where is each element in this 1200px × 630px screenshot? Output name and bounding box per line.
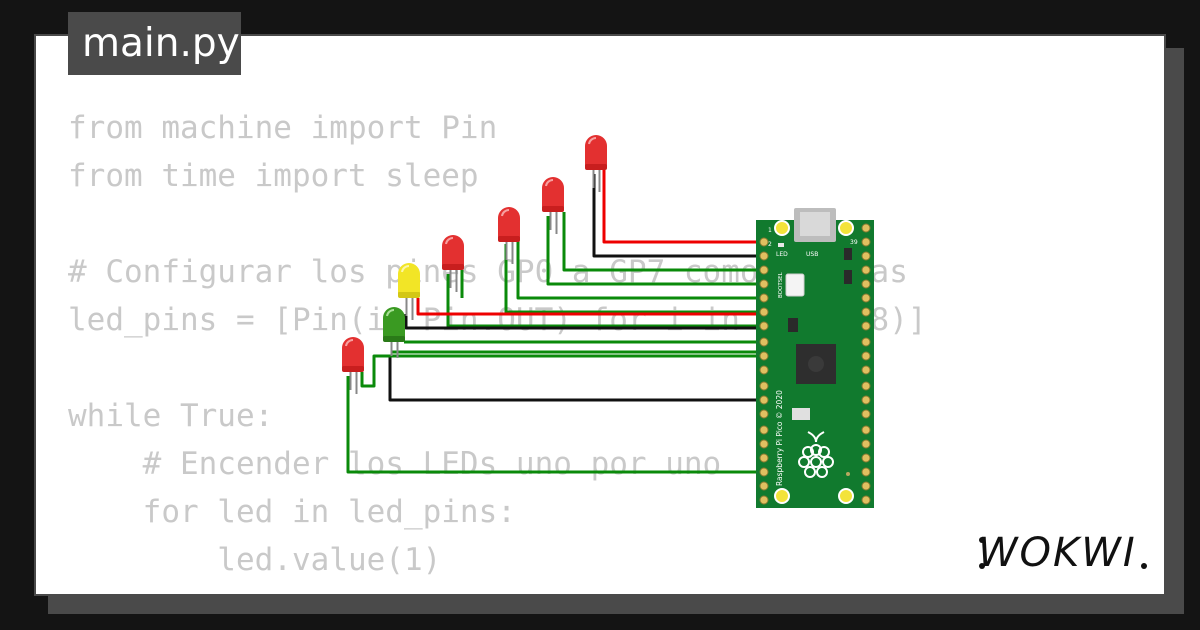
pin2-label: 2 (768, 241, 772, 248)
led-label: LED (776, 251, 788, 258)
wire-red (602, 170, 768, 244)
right-pin-header (861, 223, 871, 505)
bootsel-button[interactable] (785, 273, 805, 297)
wire-green (562, 212, 768, 272)
wokwi-logo: WOKWI (978, 530, 1147, 574)
file-tab[interactable]: main.py (68, 12, 241, 75)
code-line: while True: (68, 398, 274, 434)
mount-holes (774, 220, 854, 504)
logo-text: WOKWI (978, 530, 1137, 574)
wire-black (592, 174, 768, 258)
wire-black (404, 314, 768, 330)
code-line: from time import sleep (68, 158, 479, 194)
code-line: for led in led_pins: (68, 494, 516, 530)
led-yellow[interactable] (398, 263, 420, 320)
led-red-2[interactable] (541, 176, 565, 235)
code-line: from machine import Pin (68, 110, 498, 146)
component (844, 270, 852, 284)
onboard-led (778, 243, 784, 247)
pico-board[interactable]: LED USB 1 2 39 BOOTSEL Raspberry Pi Pico… (756, 208, 874, 508)
wire-green (346, 376, 768, 474)
pin39-label: 39 (850, 239, 858, 246)
wire-red (416, 298, 768, 316)
code-line: led.value(1) (68, 542, 442, 578)
pin1-label: 1 (768, 227, 772, 234)
wire-green (446, 274, 768, 328)
bootsel-label: BOOTSEL (778, 271, 784, 298)
wire-black (388, 356, 768, 402)
raspberry-pi-logo (798, 431, 834, 478)
wire-green (516, 240, 768, 300)
led-green[interactable] (383, 307, 405, 358)
crystal (792, 408, 810, 420)
left-pin-header (759, 237, 769, 505)
wire-green (546, 216, 768, 286)
component (844, 248, 852, 260)
code-line: # Encender los LEDs uno por uno (68, 446, 722, 482)
usb-label: USB (806, 251, 818, 258)
wires (346, 170, 768, 474)
wire-green (504, 244, 768, 314)
code-line: sleep(0.2) # Pausa de 500 ms (68, 584, 927, 594)
component (788, 318, 798, 332)
wire-green (360, 354, 768, 388)
board-silkscreen: Raspberry Pi Pico © 2020 (775, 390, 784, 486)
